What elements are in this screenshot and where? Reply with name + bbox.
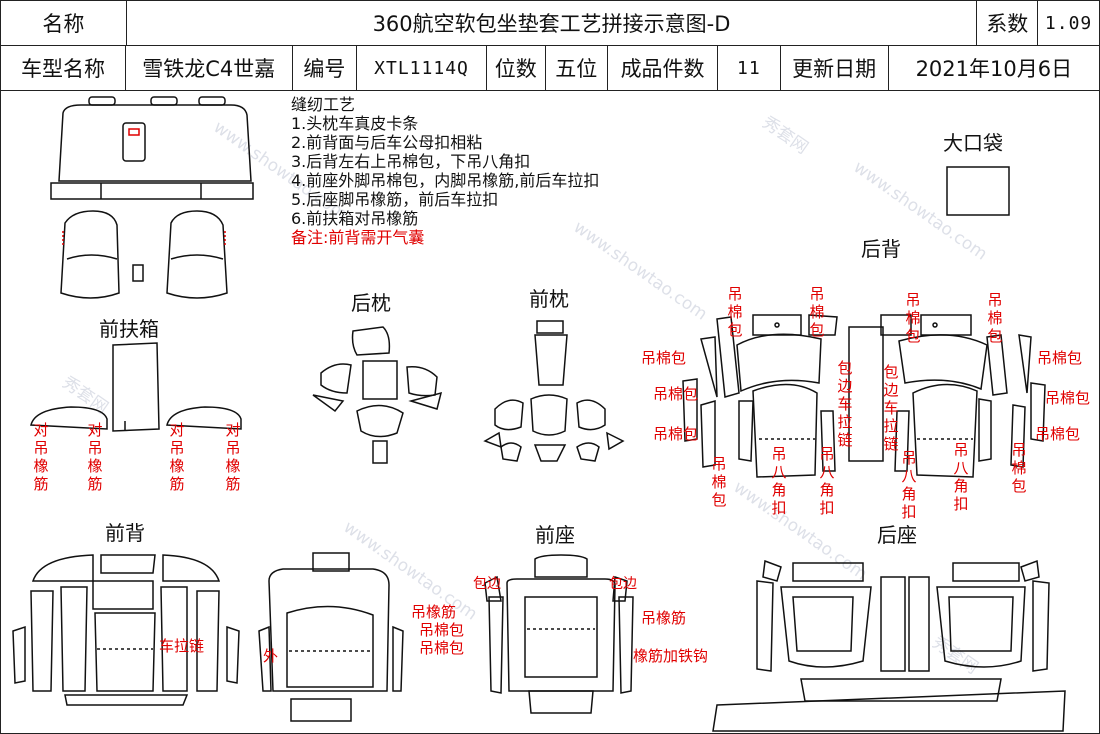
- note-edge: 包边: [609, 576, 637, 592]
- code-value: XTL1114Q: [357, 46, 487, 90]
- front-seat-pieces: [484, 554, 634, 714]
- note-cotton-pad: 吊棉包: [641, 349, 687, 367]
- section-front-armrest: 前扶箱: [99, 317, 159, 341]
- code-label: 编号: [293, 46, 358, 90]
- note-cotton-pad: 吊棉包: [653, 425, 699, 443]
- sewing-notes: 缝纫工艺 1.头枕车真皮卡条 2.前背面与后车公母扣相粘 3.后背左右上吊棉包，…: [291, 95, 599, 247]
- front-seats-sketch: [60, 210, 228, 299]
- note-pair-elastic: 对吊橡筋: [225, 421, 241, 493]
- coef-label: 系数: [977, 1, 1039, 45]
- section-front-back: 前背: [105, 521, 145, 545]
- note-octagon-buckle: 吊八角扣: [953, 441, 969, 513]
- section-rear-back: 后背: [861, 237, 901, 261]
- model-value: 雪铁龙C4世嘉: [126, 46, 293, 90]
- front-back-cover-pieces: [258, 552, 404, 722]
- name-label: 名称: [1, 1, 127, 45]
- rear-seat-pieces: [712, 559, 1066, 732]
- note-item: 2.前背面与后车公母扣相粘: [291, 133, 483, 152]
- note-edge-zip: 包边车拉链: [837, 359, 853, 449]
- note-item: 6.前扶箱对吊橡筋: [291, 209, 419, 228]
- seats-label: 位数: [487, 46, 546, 90]
- rear-headrest-pieces: [312, 326, 443, 464]
- date-label: 更新日期: [781, 46, 889, 90]
- header-row-2: 车型名称 雪铁龙C4世嘉 编号 XTL1114Q 位数 五位 成品件数 11 更…: [1, 46, 1099, 91]
- note-elastic-hook: 橡筋加铁钩: [633, 647, 709, 665]
- note-cotton-pad: 吊棉包: [1037, 349, 1083, 367]
- section-rear-seat: 后座: [877, 523, 917, 547]
- note-pair-elastic: 对吊橡筋: [33, 421, 49, 493]
- note-cotton-pad: 吊棉包: [905, 291, 921, 345]
- note-item: 3.后背左右上吊棉包，下吊八角扣: [291, 152, 531, 171]
- note-outer: 外: [263, 647, 279, 665]
- note-cotton-pad: 吊棉包: [711, 455, 727, 509]
- note-cotton-pad: 吊棉包: [1045, 389, 1091, 407]
- note-octagon-buckle: 吊八角扣: [819, 445, 835, 517]
- pocket-piece: [946, 166, 1010, 216]
- sheet-title: 360航空软包坐垫套工艺拼接示意图-D: [127, 1, 978, 45]
- date-value: 2021年10月6日: [915, 57, 1073, 81]
- note-item: 4.前座外脚吊棉包，内脚吊橡筋,前后车拉扣: [291, 171, 600, 190]
- note-pair-elastic: 对吊橡筋: [87, 421, 103, 493]
- note-zip: 车拉链: [159, 637, 205, 655]
- seats-value: 五位: [546, 46, 609, 90]
- front-back-pieces: [12, 554, 240, 706]
- section-rear-headrest: 后枕: [351, 291, 391, 315]
- note-elastic: 吊橡筋: [641, 609, 687, 627]
- model-label: 车型名称: [1, 46, 126, 90]
- note-octagon-buckle: 吊八角扣: [771, 445, 787, 517]
- section-front-headrest: 前枕: [529, 287, 569, 311]
- seat-overview-sketch: [50, 96, 254, 200]
- note-cotton-pad: 吊棉包: [1035, 425, 1081, 443]
- note-cotton-pad: 吊棉包: [809, 285, 825, 339]
- note-item: 5.后座脚吊橡筋，前后车拉扣: [291, 190, 499, 209]
- armrest-pieces: [30, 342, 242, 432]
- note-edge: 包边: [473, 576, 501, 592]
- note-pair-elastic: 对吊橡筋: [169, 421, 185, 493]
- header-row-1: 名称 360航空软包坐垫套工艺拼接示意图-D 系数 1.09: [1, 1, 1099, 46]
- pieces-value: 11: [718, 46, 781, 90]
- note-item: 1.头枕车真皮卡条: [291, 114, 419, 133]
- note-cotton-pad: 吊棉包: [1011, 441, 1027, 495]
- pieces-label: 成品件数: [608, 46, 719, 90]
- section-front-seat: 前座: [535, 523, 575, 547]
- note-cotton-pad: 吊棉包: [653, 385, 699, 403]
- note-elastic: 吊橡筋: [411, 603, 457, 621]
- notes-title: 缝纫工艺: [291, 95, 356, 114]
- note-cotton-pad: 吊棉包: [987, 291, 1003, 345]
- coef-value: 1.09: [1044, 12, 1093, 34]
- front-headrest-pieces: [483, 320, 625, 462]
- note-cotton-pad: 吊棉包: [419, 639, 465, 657]
- note-octagon-buckle: 吊八角扣: [901, 449, 917, 521]
- notes-remark: 备注:前背需开气囊: [291, 228, 425, 247]
- section-big-pocket: 大口袋: [943, 131, 1003, 155]
- note-edge-zip: 包边车拉链: [883, 363, 899, 453]
- note-cotton-pad: 吊棉包: [419, 621, 465, 639]
- note-cotton-pad: 吊棉包: [727, 285, 743, 339]
- rear-back-pieces: [682, 314, 1046, 478]
